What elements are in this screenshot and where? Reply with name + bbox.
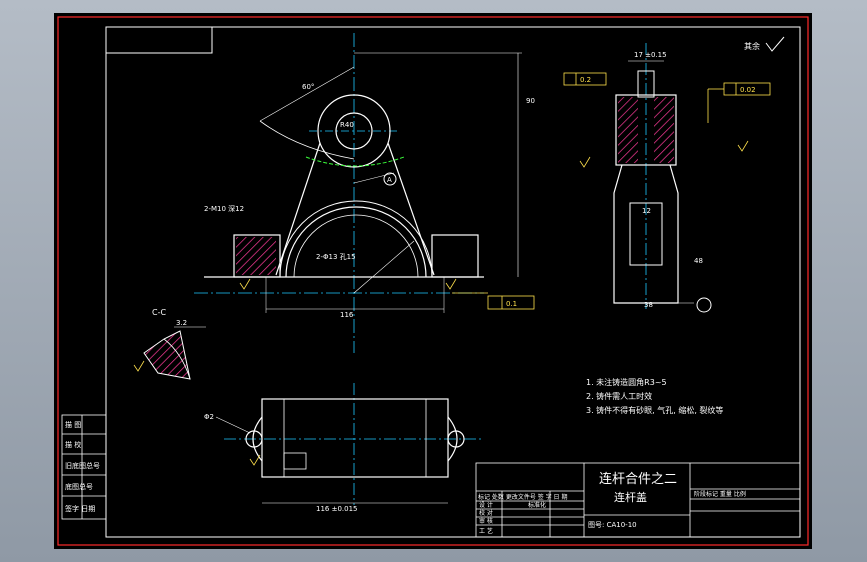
side-tbl-3: 底图总号 [65,482,93,491]
note-1: 1. 未注铸造圆角R3~5 [586,377,667,387]
right-header: 阶段标记 重量 比例 [694,490,746,498]
note-2: 2. 铸件需人工时效 [586,391,652,401]
side-tbl-2: 旧底图总号 [65,461,100,470]
front-view: A 90 60° R40 2-M10 深12 2-Φ13 孔15 116 0.1 [194,33,535,353]
drawing-title-1: 连杆合件之二 [599,471,677,487]
title-block: 标记 处数 更改文件号 签 字 日 期 设 计 校 对 审 核 工 艺 标准化 … [475,462,801,538]
side-tbl-0: 描 图 [65,420,81,429]
roughness-rest-symbol: 其余 [744,36,785,52]
dim-side-width: 38 [644,301,653,309]
signoff-review: 审 核 [479,517,493,525]
signoff-process: 工 艺 [479,527,493,535]
dim-side-height: 48 [694,257,703,265]
gdt-top-value: 0.2 [580,76,591,84]
signoff-design: 设 计 [479,501,493,509]
dim-slot-width: 12 [642,207,651,215]
side-tbl-1: 描 校 [65,440,81,449]
dim-bore-dia: Φ2 [204,413,214,421]
dim-slot-note: 2-M10 深12 [204,204,244,213]
technical-notes: 1. 未注铸造圆角R3~5 2. 铸件需人工时效 3. 铸件不得有砂眼, 气孔,… [586,377,723,415]
dim-section: 3.2 [176,319,187,327]
datum-label: A [387,176,392,184]
roughness-rest-label: 其余 [744,41,760,51]
dim-bore-note: 2-Φ13 孔15 [316,253,356,261]
dim-plan-width: 116 [340,311,354,319]
dim-radius: R40 [340,121,354,129]
outer-frame [57,16,809,546]
drawing-number: 图号: CA10-10 [588,521,637,529]
side-table [61,414,107,520]
dim-angle: 60° [302,83,314,91]
plan-view: 116 ±0.015 Φ2 [204,383,484,513]
dim-base-length: 116 ±0.015 [316,505,358,513]
section-cc: C-C 3.2 [133,308,206,380]
drawing-sheet: 描 图 描 校 旧底图总号 底图总号 签字 日期 其余 [54,13,812,549]
stamp-box [105,26,213,54]
drawing-title-2: 连杆盖 [614,490,647,504]
drawing-canvas: 描 图 描 校 旧底图总号 底图总号 签字 日期 其余 [57,16,809,546]
inner-frame [105,26,801,538]
gdt-bottom-value: 0.1 [506,300,517,308]
side-tbl-4: 签字 日期 [65,504,95,513]
gdt-mid-value: 0.02 [740,86,756,94]
std-label: 标准化 [528,501,546,509]
revision-header: 标记 处数 更改文件号 签 字 日 期 [478,493,567,501]
section-label: C-C [152,308,166,317]
dim-height: 90 [526,97,535,105]
signoff-check: 校 对 [479,509,493,517]
note-3: 3. 铸件不得有砂眼, 气孔, 缩松, 裂纹等 [586,405,723,415]
side-view: 0.2 0.02 17 ±0.15 38 48 12 [563,43,771,313]
side-table-labels: 描 图 描 校 旧底图总号 底图总号 签字 日期 [65,420,100,513]
dim-pitch: 17 ±0.15 [634,51,667,59]
